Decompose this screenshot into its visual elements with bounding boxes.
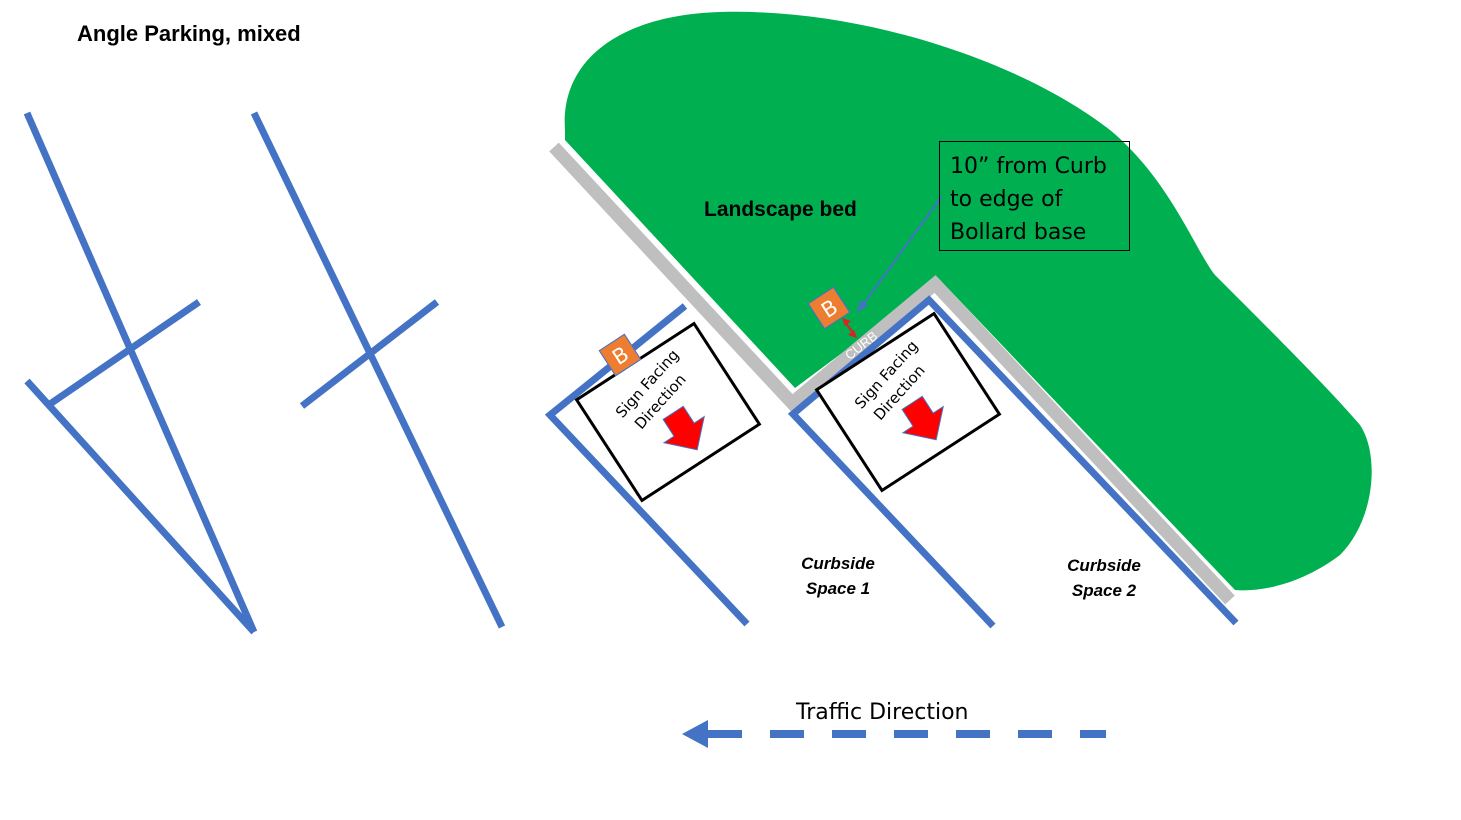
space-1-line2: Space 1 <box>805 579 871 598</box>
traffic-arrow <box>682 720 1106 748</box>
stall-line-1 <box>23 111 258 634</box>
curbside-space-2-lines <box>787 295 1239 629</box>
traffic-arrowhead-icon <box>682 720 708 748</box>
callout-line-1: 10” from Curb <box>950 154 1107 179</box>
callout-line-2: to edge of <box>950 187 1063 212</box>
space-2-line2: Space 2 <box>1071 581 1137 600</box>
measure-arrowhead-top <box>842 318 851 326</box>
sign-2: Sign Facing Direction <box>814 311 1002 493</box>
stall-divider-2 <box>299 299 440 409</box>
callout-leader-arrowhead <box>857 300 868 313</box>
landscape-bed <box>564 11 1372 591</box>
traffic-direction-label: Traffic Direction <box>796 700 969 725</box>
sign-1: Sign Facing Direction <box>574 321 762 503</box>
curb <box>549 142 1235 605</box>
clearance-measure <box>842 318 857 338</box>
parking-lines <box>23 111 1239 635</box>
bollard-2-base <box>807 286 851 330</box>
curbside-space-1-lines <box>544 303 750 627</box>
space-2-line1: Curbside <box>1067 556 1141 575</box>
curbside-space-2-label: Curbside Space 2 <box>1059 553 1149 603</box>
sign-1-arrow-icon <box>662 405 705 451</box>
stall-line-1-lower <box>24 378 257 635</box>
landscape-bed-label: Landscape bed <box>704 198 857 221</box>
callout-leader <box>861 195 943 307</box>
curbside-space-1-label: Curbside Space 1 <box>793 551 883 601</box>
bollard-1: B <box>598 333 642 377</box>
space-1-line1: Curbside <box>801 554 875 573</box>
bollard-2: B <box>807 286 851 330</box>
sign-2-arrow-icon <box>901 395 944 441</box>
clearance-callout: 10” from Curb to edge of Bollard base <box>939 141 1130 251</box>
bollard-1-base <box>598 333 642 377</box>
callout-line-3: Bollard base <box>950 220 1087 245</box>
stall-divider-1 <box>48 299 201 407</box>
sign-2-frame <box>814 311 1002 493</box>
measure-arrowhead-bottom <box>848 330 857 338</box>
stall-line-2 <box>250 111 506 629</box>
diagram-title: Angle Parking, mixed <box>77 21 301 46</box>
